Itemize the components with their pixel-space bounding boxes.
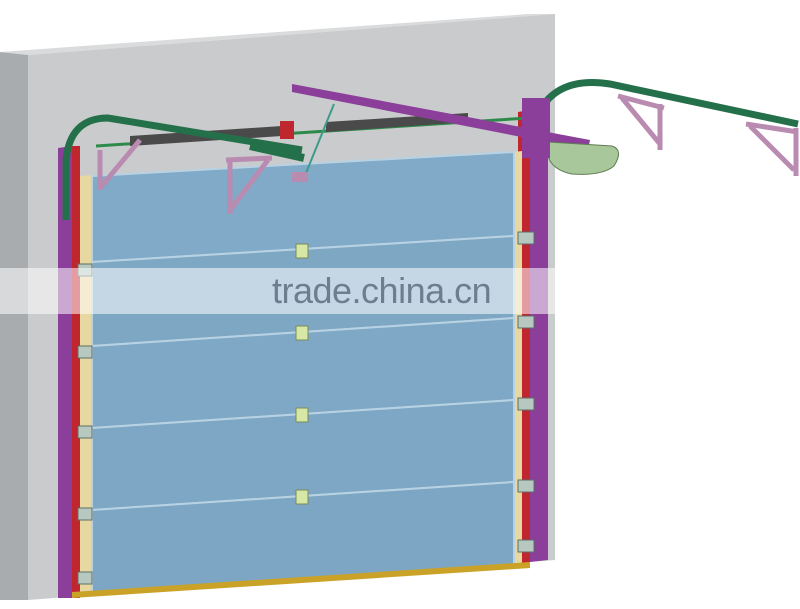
seal-right	[514, 151, 522, 567]
wall-top-face	[0, 14, 555, 55]
opener-arm	[303, 103, 335, 179]
frame-left-red	[72, 146, 80, 598]
bottom-rail	[72, 562, 530, 598]
opener-rail	[292, 84, 590, 150]
left-support-bracket	[97, 138, 273, 214]
seal-left	[80, 175, 92, 592]
watermark-text: trade.china.cn	[272, 270, 492, 311]
watermark-band	[0, 268, 800, 314]
frame-left-purple	[58, 146, 72, 598]
wall-side-face	[0, 52, 28, 600]
opener-arm-bracket	[292, 172, 308, 182]
frame-top-right-cap	[522, 98, 550, 158]
right-support-brackets	[617, 93, 799, 176]
door-panels	[91, 150, 515, 594]
center-bearing	[280, 121, 294, 139]
frame-right-purple	[530, 106, 548, 562]
track-left-horizontal	[62, 114, 303, 220]
center-hinges	[295, 243, 309, 505]
track-left-end	[249, 142, 305, 162]
opener-motor	[547, 141, 619, 175]
